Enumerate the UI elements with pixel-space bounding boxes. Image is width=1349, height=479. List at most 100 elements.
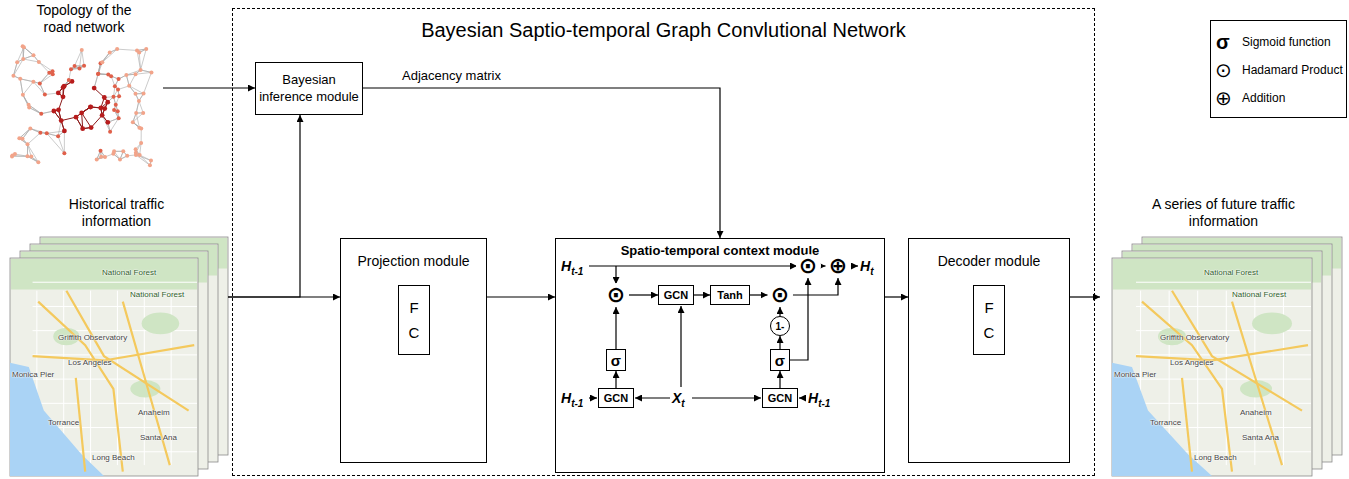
graph-vertex bbox=[95, 157, 99, 161]
graph-vertex bbox=[102, 106, 107, 111]
legend-text: Hadamard Product bbox=[1242, 62, 1343, 78]
legend-symbol: ⊙ bbox=[1215, 58, 1232, 82]
graph-vertex bbox=[111, 152, 115, 156]
park bbox=[1252, 313, 1292, 335]
connector bbox=[793, 278, 839, 295]
operator: ⊙ bbox=[796, 254, 821, 278]
freeway bbox=[1232, 302, 1282, 466]
graph-edge bbox=[20, 79, 23, 95]
operation-box: GCN bbox=[658, 285, 694, 305]
node-text: Topology of the road network bbox=[24, 2, 144, 36]
map-label: National Forest bbox=[130, 290, 184, 300]
graph-edge bbox=[33, 82, 45, 95]
graph-vertex bbox=[125, 154, 129, 158]
park bbox=[142, 313, 180, 335]
graph-edge bbox=[19, 129, 30, 139]
freeway bbox=[1182, 378, 1192, 472]
graph-vertex bbox=[134, 92, 138, 96]
graph-edge bbox=[40, 74, 53, 83]
graph-vertex bbox=[25, 154, 29, 158]
node-text: Historical traffic information bbox=[42, 196, 192, 230]
connector bbox=[163, 87, 255, 88]
wire bbox=[680, 306, 681, 387]
graph-vertex bbox=[80, 126, 85, 131]
street bbox=[90, 291, 91, 465]
graph-vertex bbox=[138, 153, 142, 157]
graph-edge bbox=[20, 79, 33, 82]
connector bbox=[629, 294, 659, 295]
graph-edge bbox=[101, 52, 110, 63]
node-text: 1- bbox=[776, 321, 785, 332]
street bbox=[33, 306, 197, 307]
freeway bbox=[1172, 291, 1302, 411]
graph-vertex bbox=[18, 77, 22, 81]
graph-vertex bbox=[15, 60, 19, 64]
graph-vertex bbox=[89, 125, 94, 130]
graph-edge bbox=[126, 70, 140, 75]
signal-name: Ht-1 bbox=[561, 390, 583, 412]
connector bbox=[487, 296, 555, 297]
graph-edge bbox=[117, 49, 137, 50]
signal-name: Xt bbox=[672, 390, 685, 412]
graph-edge bbox=[91, 115, 102, 127]
network-frame: Bayesian Saptio-temporal Graph Convlutio… bbox=[232, 8, 1095, 476]
graph-vertex bbox=[51, 72, 55, 76]
graph-vertex bbox=[103, 155, 107, 159]
wire bbox=[799, 397, 806, 398]
graph-edge bbox=[137, 50, 141, 69]
operator: ⊕ bbox=[826, 254, 851, 278]
graph-vertex bbox=[105, 100, 110, 105]
graph-edge bbox=[141, 49, 147, 70]
graph-edge bbox=[140, 155, 150, 165]
graph-edge bbox=[19, 129, 30, 139]
operation-box: GCN bbox=[762, 388, 798, 408]
graph-vertex bbox=[100, 113, 105, 118]
wire bbox=[692, 397, 761, 398]
node-text: ⊙ bbox=[799, 256, 817, 276]
graph-vertex bbox=[117, 116, 121, 120]
map-label: Anaheim bbox=[138, 408, 170, 418]
graph-vertex bbox=[117, 77, 121, 81]
graph-vertex bbox=[43, 93, 47, 97]
graph-vertex bbox=[73, 64, 77, 68]
module-box: Bayesian inference module bbox=[255, 62, 363, 115]
connector bbox=[615, 371, 616, 388]
graph-edge bbox=[136, 155, 150, 165]
node-text: ⊙ bbox=[771, 285, 789, 305]
graph-vertex bbox=[112, 95, 116, 99]
wire bbox=[589, 397, 597, 398]
graph-edge bbox=[13, 59, 23, 76]
graph-vertex bbox=[22, 45, 26, 49]
image-panel: Topology of the road network bbox=[5, 2, 163, 172]
graph-vertex bbox=[99, 155, 103, 159]
fc-layer: F C bbox=[398, 285, 430, 355]
graph-vertex bbox=[69, 67, 73, 71]
node-text: GCN bbox=[664, 289, 688, 301]
node-text: F C bbox=[982, 295, 997, 346]
graph-vertex bbox=[62, 151, 66, 155]
edge-label: Adjacency matrix bbox=[400, 68, 503, 83]
graph-vertex bbox=[116, 87, 120, 91]
operation-box: σ bbox=[606, 349, 626, 371]
connector bbox=[1070, 296, 1100, 297]
graph-vertex bbox=[115, 47, 119, 51]
connector bbox=[615, 307, 616, 349]
graph-vertex bbox=[92, 86, 97, 91]
graph-vertex bbox=[149, 159, 153, 163]
legend-text: Addition bbox=[1242, 90, 1285, 106]
fc-layer: F C bbox=[973, 285, 1005, 355]
map-stack bbox=[1112, 237, 1342, 476]
node-text: F C bbox=[407, 295, 422, 346]
graph-edge bbox=[20, 79, 33, 82]
graph-vertex bbox=[137, 99, 141, 103]
graph-vertex bbox=[121, 149, 125, 153]
street bbox=[33, 379, 197, 380]
map-label: National Forest bbox=[1204, 268, 1258, 278]
graph-vertex bbox=[51, 109, 56, 114]
graph-vertex bbox=[56, 134, 60, 138]
map-sheet bbox=[10, 258, 198, 476]
graph-vertex bbox=[36, 160, 40, 164]
graph-vertex bbox=[56, 91, 61, 96]
graph-edge bbox=[47, 131, 65, 133]
